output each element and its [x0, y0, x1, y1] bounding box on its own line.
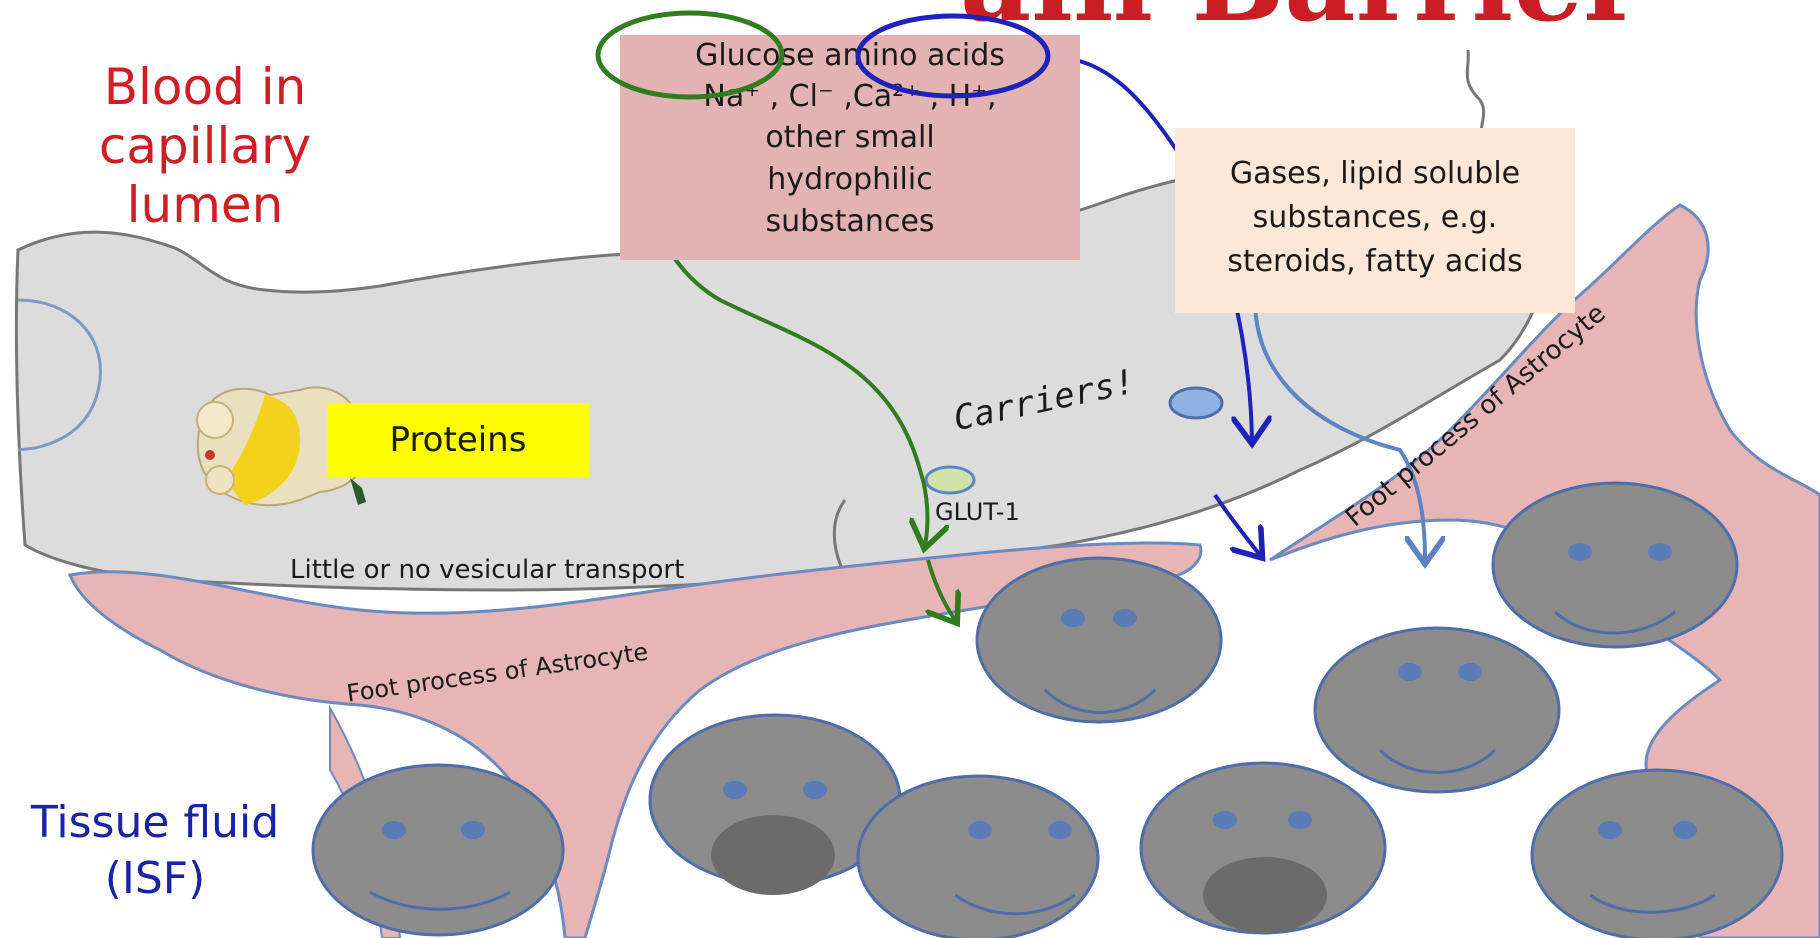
- lipid-short-arrow: [1215, 495, 1260, 555]
- tissue-fluid-label: Tissue fluid (ISF): [10, 795, 300, 907]
- lipid-line: Gases, lipid soluble: [1175, 152, 1575, 196]
- neuron-face-icon: [1532, 770, 1782, 938]
- tissue-label-line: (ISF): [10, 851, 300, 907]
- neuron-face-icon: [977, 558, 1221, 722]
- neuron-face-icon: [1315, 628, 1559, 792]
- glut1-label: GLUT-1: [935, 498, 1020, 526]
- blood-label-line: lumen: [65, 176, 345, 235]
- glucose-label: Glucose: [695, 38, 815, 73]
- lipid-line: substances, e.g.: [1175, 196, 1575, 240]
- ions-label: Na⁺ , Cl⁻ ,Ca²⁺ , H⁺,: [620, 77, 1080, 117]
- neuron-face-icon: [858, 776, 1098, 938]
- amino-acids-label: amino acids: [824, 38, 1005, 73]
- blood-label-line: capillary: [65, 117, 345, 176]
- neuron-face-icon: [1493, 483, 1737, 647]
- vessel-edge-line: [1467, 50, 1485, 140]
- carrier-glut1-icon: [926, 467, 974, 493]
- small-molecules-text: Glucose amino acids Na⁺ , Cl⁻ ,Ca²⁺ , H⁺…: [620, 35, 1080, 243]
- blood-label: Blood in capillary lumen: [65, 58, 345, 235]
- small-molecules-rest: substances: [620, 201, 1080, 243]
- small-molecules-rest: other small: [620, 117, 1080, 159]
- small-molecules-rest: hydrophilic: [620, 159, 1080, 201]
- small-molecules-line1: Glucose amino acids: [620, 35, 1080, 77]
- proteins-label: Proteins: [327, 403, 589, 477]
- vesicular-transport-label: Little or no vesicular transport: [290, 555, 684, 585]
- carrier-blue-icon: [1170, 388, 1222, 418]
- neuron-face-icon: [313, 765, 563, 935]
- tissue-label-line: Tissue fluid: [10, 795, 300, 851]
- lipid-soluble-text: Gases, lipid soluble substances, e.g. st…: [1175, 152, 1575, 284]
- neuron-surprised-face-icon: [1141, 763, 1385, 933]
- lipid-line: steroids, fatty acids: [1175, 240, 1575, 284]
- blood-label-line: Blood in: [65, 58, 345, 117]
